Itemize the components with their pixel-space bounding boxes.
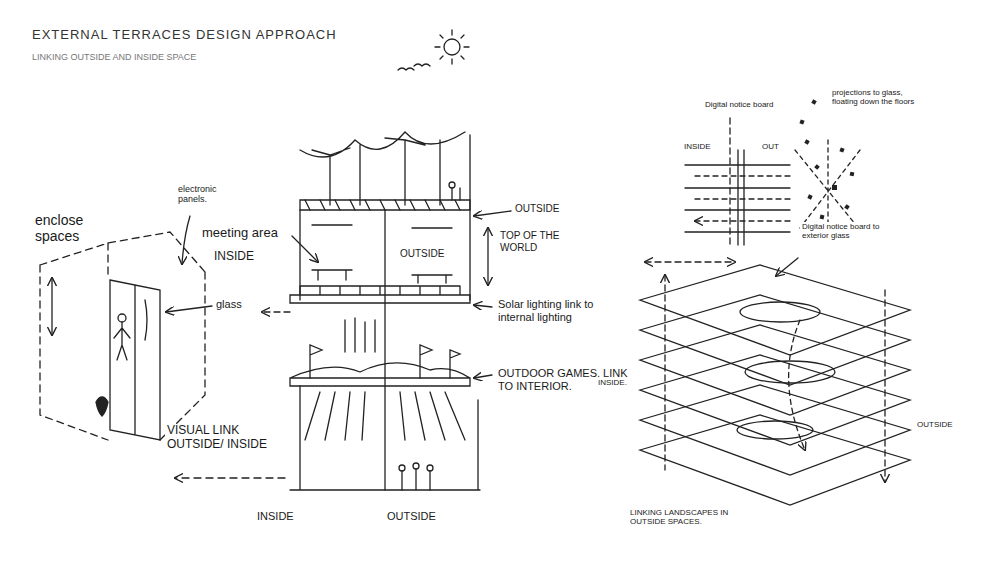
building-section	[300, 200, 470, 210]
sun-sketch	[444, 39, 460, 55]
building-section	[474, 375, 492, 378]
layered-terraces	[640, 295, 910, 385]
sketch-note: INSIDE	[212, 250, 256, 264]
building-section	[427, 465, 433, 471]
layered-terraces	[745, 361, 835, 383]
building-section	[487, 228, 488, 285]
building-section	[452, 188, 460, 200]
building-section	[413, 463, 419, 469]
inside-out-diagram	[811, 99, 816, 104]
inside-out-diagram	[685, 165, 790, 232]
layered-terraces	[640, 258, 910, 505]
inside-out-diagram	[850, 172, 855, 177]
building-section	[290, 386, 480, 490]
layered-terraces	[665, 275, 885, 482]
enclosure-sketch	[110, 280, 160, 440]
sketch-note: projections to glass, floating down the …	[830, 88, 924, 106]
building-section	[415, 469, 416, 490]
inside-out-diagram	[799, 99, 854, 233]
sun-sketch	[435, 30, 469, 64]
layered-terraces	[640, 415, 910, 505]
sketch-note: OUTSIDE	[385, 510, 438, 523]
building-section	[384, 210, 385, 490]
building-section	[429, 471, 430, 490]
inside-out-diagram	[795, 140, 860, 235]
layered-terraces	[740, 302, 820, 322]
building-section	[305, 392, 465, 440]
inside-out-diagram	[799, 119, 804, 124]
sketch-note: Digital notice board	[703, 100, 775, 109]
sun-sketch	[398, 64, 430, 70]
sketch-note: TOP OF THE WORLD	[498, 230, 582, 253]
inside-out-diagram	[839, 147, 844, 152]
sketch-note: enclose spaces	[33, 212, 107, 244]
sketch-drawing	[40, 30, 910, 505]
enclosure-sketch	[118, 314, 126, 322]
enclosure-sketch	[40, 232, 205, 440]
building-section	[305, 200, 460, 210]
building-section	[262, 311, 290, 312]
building-section	[345, 318, 375, 352]
building-section	[474, 211, 511, 216]
sketch-note: INSIDE.	[596, 378, 629, 387]
inside-out-diagram	[844, 204, 850, 210]
building-section	[175, 477, 285, 478]
inside-out-diagram	[832, 185, 837, 190]
layered-terraces	[737, 421, 813, 439]
layered-terraces	[789, 320, 805, 450]
sketch-note: OUT	[760, 142, 781, 151]
layered-terraces	[645, 261, 735, 262]
sketch-note: meeting area	[200, 226, 280, 241]
enclosure-sketch	[182, 216, 190, 264]
enclosure-sketch	[40, 216, 212, 440]
building-section	[399, 465, 405, 471]
building-section	[401, 471, 402, 490]
sketch-note: OUTSIDE	[513, 203, 561, 215]
inside-out-diagram	[695, 176, 790, 221]
inside-out-diagram	[738, 150, 744, 245]
enclosure-sketch	[166, 306, 212, 312]
building-section	[312, 225, 452, 283]
building-section	[290, 363, 470, 386]
layered-terraces	[640, 355, 910, 445]
building-section	[292, 236, 318, 262]
building-section	[474, 305, 492, 307]
sun-sketch	[398, 30, 469, 70]
sketch-note: OUTSIDE	[398, 248, 446, 260]
sketch-note: Digital notice board to exterior glass	[800, 222, 894, 240]
building-section	[290, 286, 470, 303]
sketch-note: VISUAL LINK OUTSIDE/ INSIDE	[165, 424, 294, 452]
inside-out-diagram	[729, 118, 730, 245]
building-section	[310, 345, 460, 378]
subtitle: LINKING OUTSIDE AND INSIDE SPACE	[30, 52, 198, 62]
sketch-note: INSIDE	[255, 510, 296, 523]
building-section	[449, 182, 455, 188]
sketch-note: Solar lighting link to internal lighting	[496, 298, 615, 323]
sketch-note: electronic panels.	[176, 184, 242, 205]
inside-out-diagram	[814, 164, 820, 170]
sketch-note: LINKING LANDSCAPES IN OUTSIDE SPACES.	[628, 508, 742, 526]
inside-out-diagram	[807, 194, 812, 199]
layered-terraces	[640, 325, 910, 415]
enclosure-sketch	[114, 322, 130, 360]
page-title: EXTERNAL TERRACES DESIGN APPROACH	[30, 28, 339, 43]
sketch-note: INSIDE	[682, 142, 713, 151]
enclosure-sketch	[51, 278, 52, 335]
inside-out-diagram	[820, 215, 825, 220]
building-section	[300, 132, 465, 205]
layered-terraces	[640, 385, 910, 475]
sketch-note: glass	[214, 298, 244, 311]
layered-terraces	[776, 258, 798, 276]
enclosure-sketch	[96, 397, 108, 416]
layered-terraces	[640, 265, 910, 355]
sketch-note: OUTSIDE	[915, 420, 955, 429]
inside-out-diagram	[804, 139, 809, 144]
